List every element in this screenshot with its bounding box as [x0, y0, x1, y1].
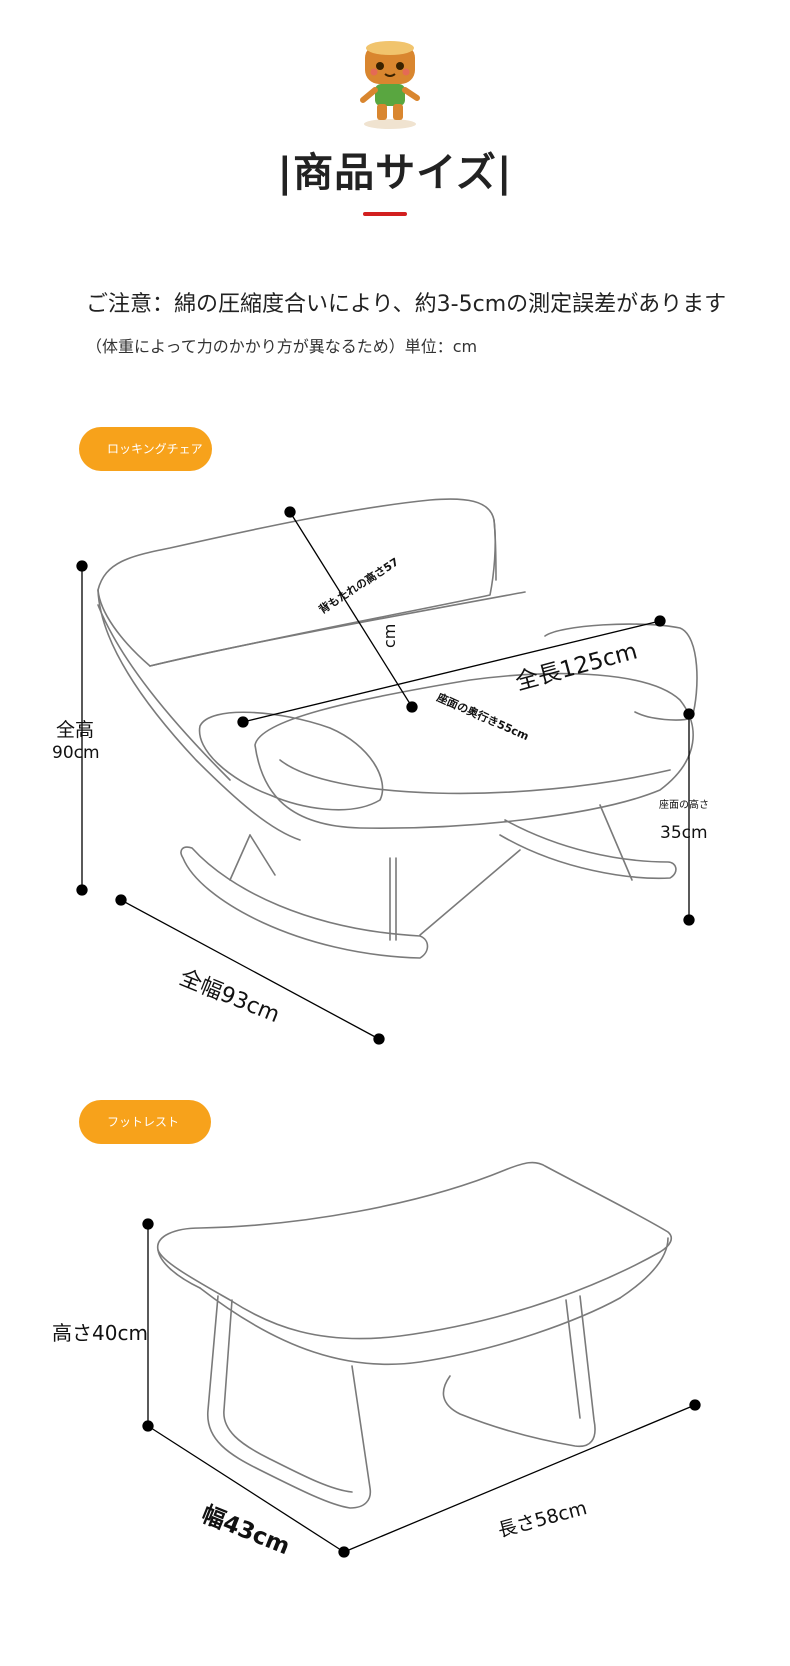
tree-stump-mascot-icon	[360, 41, 420, 129]
full-height-title-label: 全高	[56, 719, 94, 741]
rocking-chair-tag: ロッキングチェア	[79, 427, 212, 471]
back-height-bottom-dot	[406, 701, 418, 713]
full-height-top-dot	[76, 560, 88, 572]
seat-height-title-label: 座面の高さ	[659, 798, 709, 811]
full-height-value-label: 90cm	[52, 743, 100, 763]
full-length-right-dot	[654, 615, 666, 627]
full-width-label: 全幅93cm	[176, 965, 283, 1028]
back-height-label: 背もたれの高さ57	[316, 554, 401, 616]
title-underline	[363, 212, 407, 216]
full-length-left-dot	[237, 716, 249, 728]
full-height-bottom-dot	[76, 884, 88, 896]
rocking-chair-illustration	[97, 498, 698, 959]
rocking-chair-dimension-lines	[76, 506, 695, 1045]
full-width-left-dot	[115, 894, 127, 906]
seat-height-top-dot	[683, 708, 695, 720]
seat-depth-label: 座面の奥行き55cm	[434, 690, 531, 744]
measurement-notice: ご注意：綿の圧縮度合いにより、約3-5cmの測定誤差があります	[86, 292, 727, 317]
full-width-right-dot	[373, 1033, 385, 1045]
seat-height-value-label: 35cm	[660, 823, 708, 843]
back-height-unit-label: cm	[380, 624, 399, 648]
footrest-dimension-lines	[142, 1218, 701, 1558]
page-title: |商品サイズ|	[277, 150, 513, 196]
back-height-top-dot	[284, 506, 296, 518]
measurement-notice-sub: （体重によって力のかかり方が異なるため）単位：cm	[86, 337, 478, 356]
footrest-length-label: 長さ58cm	[496, 1497, 590, 1542]
footrest-length-right-dot	[689, 1399, 701, 1411]
seat-height-bottom-dot	[683, 914, 695, 926]
footrest-illustration	[157, 1161, 672, 1509]
full-length-label: 全長125cm	[513, 638, 640, 695]
footrest-tag: フットレスト	[79, 1100, 211, 1144]
footrest-height-top-dot	[142, 1218, 154, 1230]
footrest-height-label: 高さ40cm	[52, 1321, 148, 1345]
